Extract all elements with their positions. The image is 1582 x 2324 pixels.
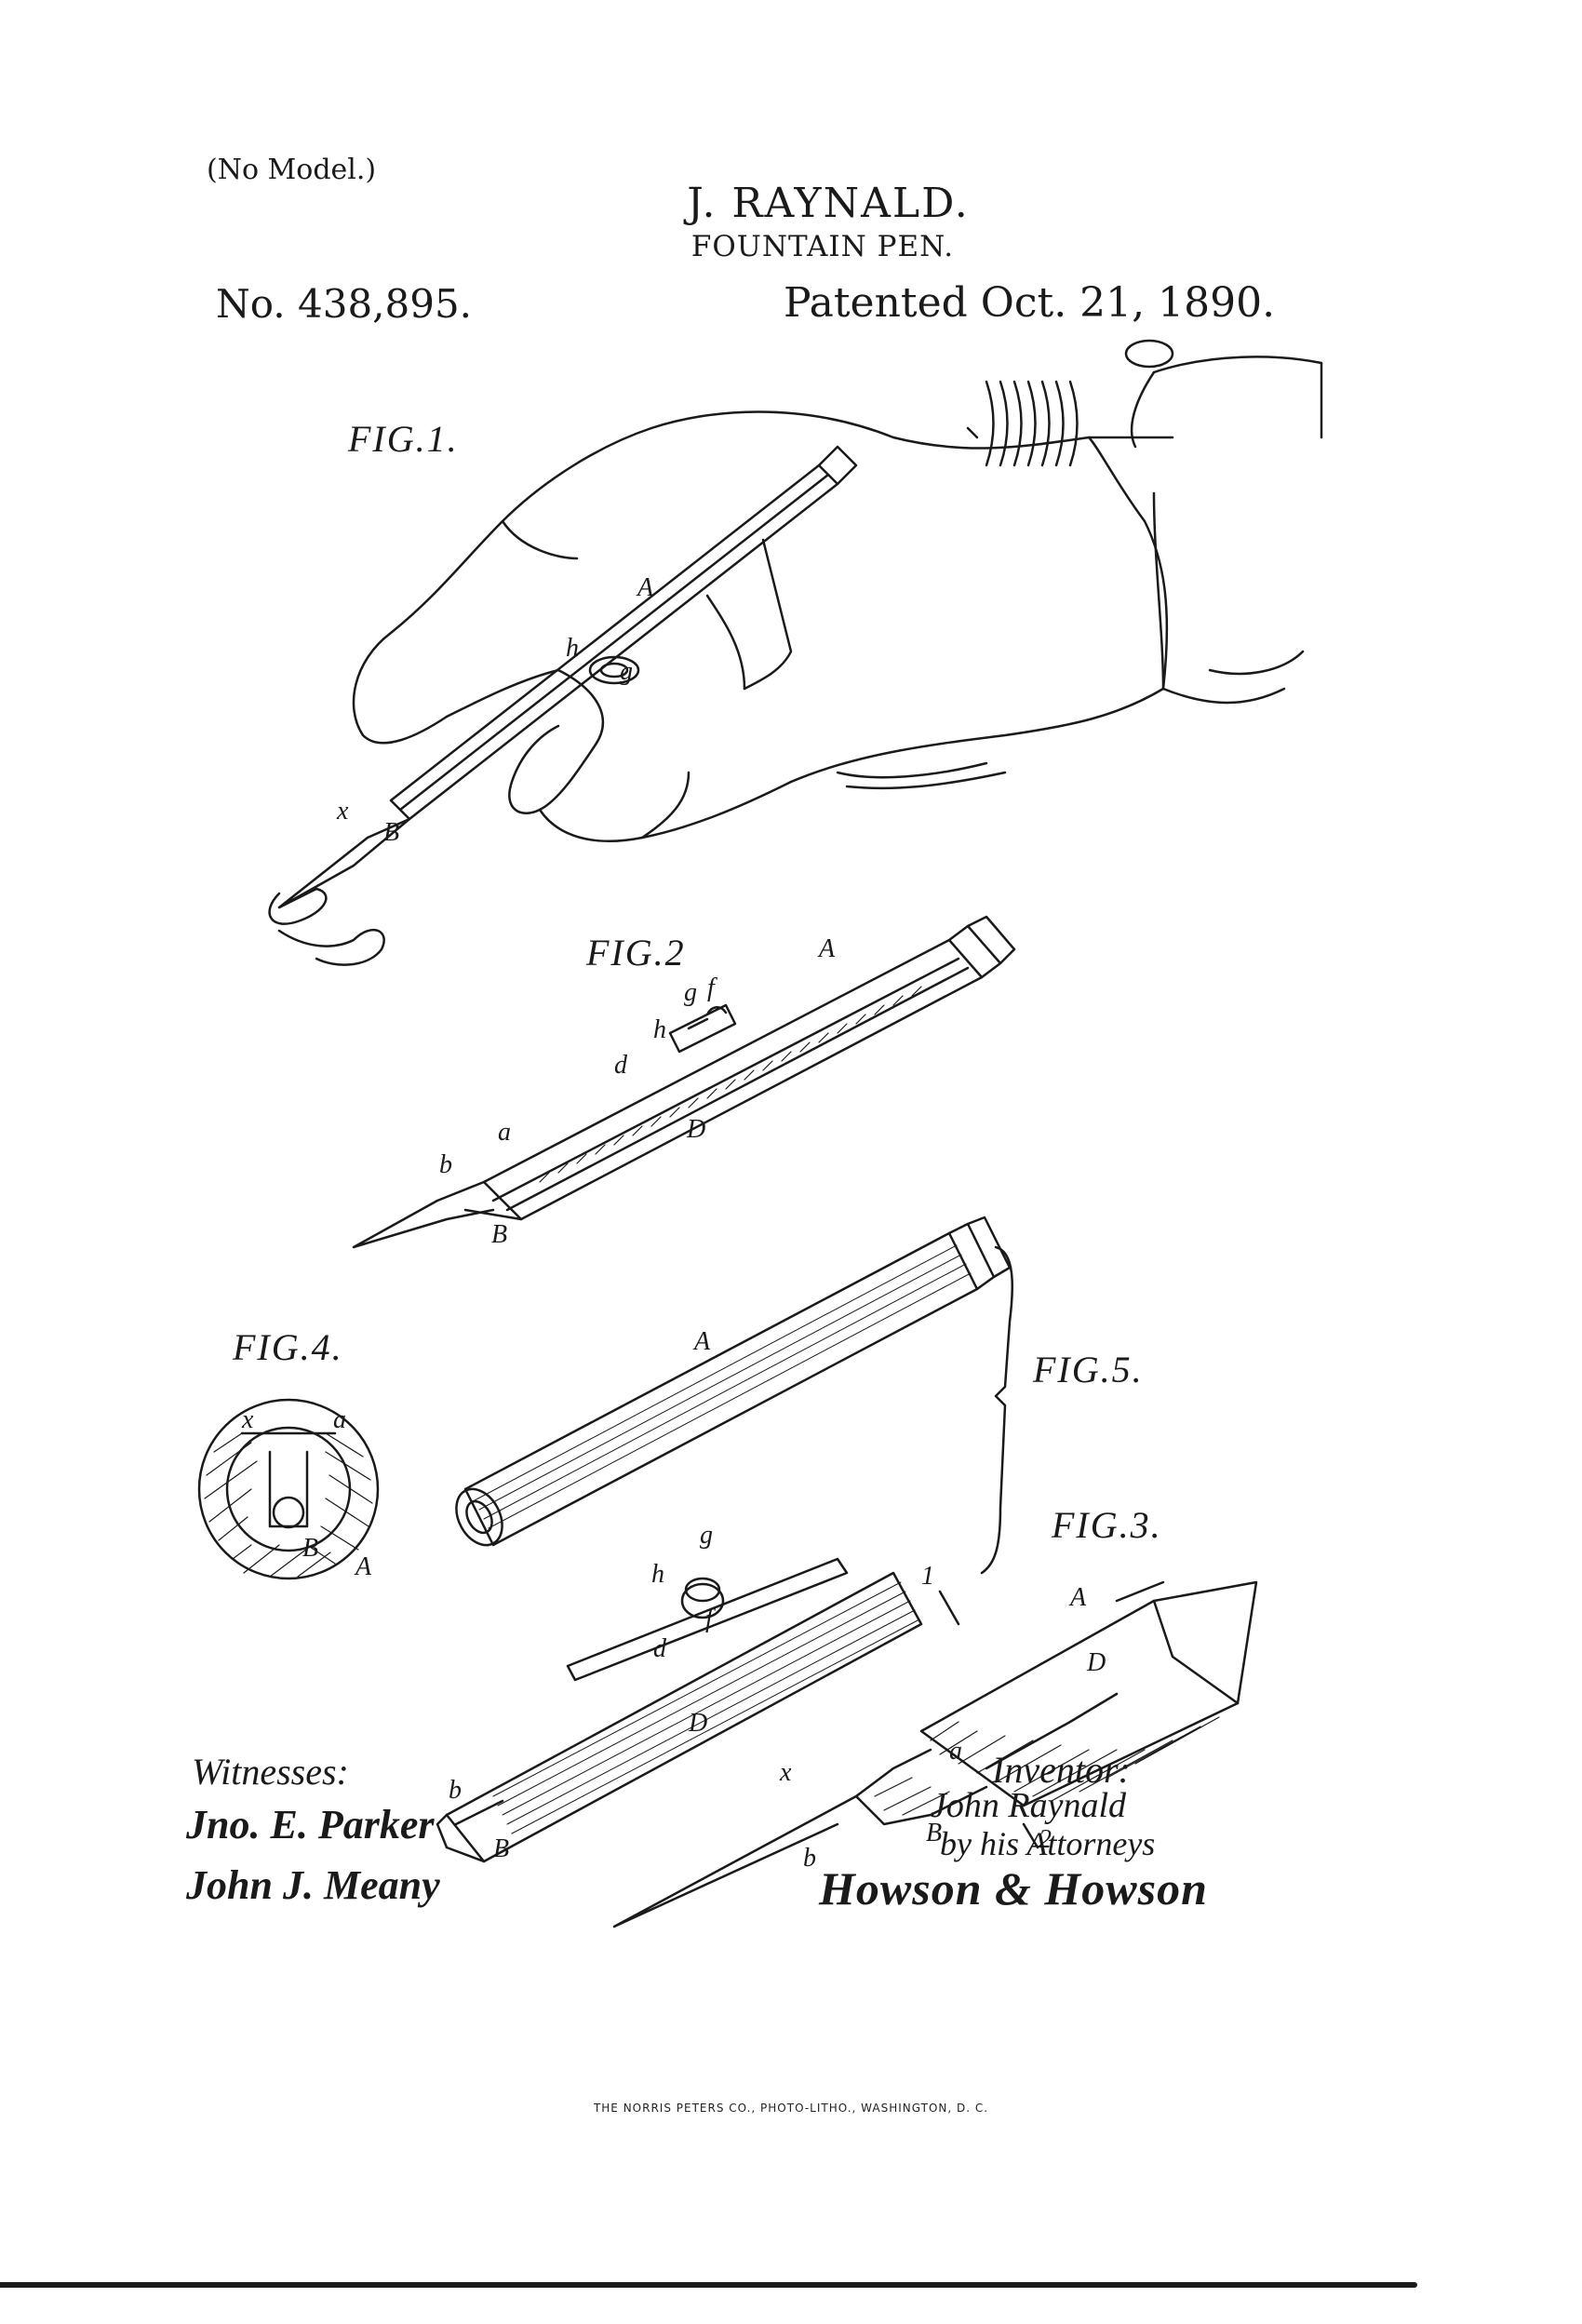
ref-A-fig2: A [817,934,836,963]
ref-B-fig2: B [491,1220,507,1249]
fig3-label: FIG.3. [1052,1504,1162,1546]
attorneys-signature: Howson & Howson [819,1862,1208,1914]
ref-d-fig2: d [614,1051,628,1080]
printer-credit: THE NORRIS PETERS CO., PHOTO-LITHO., WAS… [593,2102,989,2115]
reference-letters: A h g x B A g f h d a D b B x a B A A g … [241,573,1106,1873]
ref-x-fig4: x [241,1405,254,1434]
ref-B-fig5: B [493,1834,509,1863]
fig1-label: FIG.1. [348,418,459,460]
fig5-label: FIG.5. [1033,1349,1144,1390]
inventor-heading: J. RAYNALD. [687,180,970,227]
ref-h-fig5: h [651,1560,664,1589]
fig4-cross-section [197,1398,380,1580]
fig2-label: FIG.2 [586,932,686,974]
ref-B-fig3: B [926,1819,942,1847]
ref-A-fig1: A [636,573,654,602]
ref-2-fig3: 2 [1039,1825,1052,1854]
patent-number: No. 438,895. [216,281,473,327]
ref-D-fig5: D [688,1709,707,1738]
fig5-barrel-lines [474,1244,972,1529]
fig1-writing-scribble [268,887,385,966]
ref-f-fig5: f [705,1605,716,1633]
fig4-label: FIG.4. [233,1326,343,1368]
ref-d-fig5: d [653,1634,667,1663]
ref-g-fig5: g [700,1521,713,1550]
fig5-bracket [980,1245,1013,1575]
no-model-note: (No Model.) [207,154,377,186]
ref-h-fig1: h [566,634,579,663]
fig3-section-line-1 [938,1590,960,1626]
fig3-enlarged-section [612,1580,1258,1928]
ref-B-fig1: B [383,818,399,847]
fig3-hatching [874,1716,1220,1816]
ref-1-fig3: 1 [921,1562,934,1591]
fig5-barrel [455,1216,1012,1547]
ref-D-fig2: D [686,1115,705,1144]
invention-title: FOUNTAIN PEN. [690,230,955,263]
ref-x-fig1: x [336,797,349,826]
fig5-reservoir [436,1571,923,1863]
fig4-hatching [204,1432,373,1578]
fig1-hand-drawing [277,339,1323,909]
fig5-reservoir-lines [492,1581,920,1834]
inventor-label: Inventor: [992,1749,1131,1791]
patent-date: Patented Oct. 21, 1890. [784,279,1276,327]
ref-a-fig2: a [498,1118,511,1147]
ref-g-fig1: g [620,657,633,686]
ref-b-fig5: b [449,1776,462,1805]
ref-a-fig4: a [333,1405,346,1434]
ref-b-fig3: b [803,1844,816,1873]
fig2-pen-section [352,915,1016,1249]
ref-x-fig3: x [779,1758,792,1787]
fig2-hatching [539,986,922,1183]
ref-A-fig3: A [1068,1583,1087,1612]
ref-f-fig2: f [707,974,717,1002]
ref-B-fig4: B [302,1534,318,1563]
ref-D-fig3: D [1086,1648,1106,1677]
fig5-clip [566,1557,849,1682]
ref-h-fig2: h [653,1015,666,1044]
attorneys-label: by his Attorneys [940,1825,1156,1862]
witness-signature-2: John J. Meany [186,1862,440,1908]
ref-A-fig5: A [692,1327,711,1356]
ref-g-fig2: g [684,978,697,1007]
witness-signature-1: Jno. E. Parker [186,1802,435,1847]
ref-A-fig4: A [354,1552,372,1581]
inventor-signature: John Raynald [931,1786,1127,1825]
fig3-section-line-2 [1022,1822,1039,1849]
witnesses-label: Witnesses: [192,1751,349,1793]
ref-a-fig3: a [949,1737,962,1766]
ref-b-fig2: b [439,1150,452,1179]
